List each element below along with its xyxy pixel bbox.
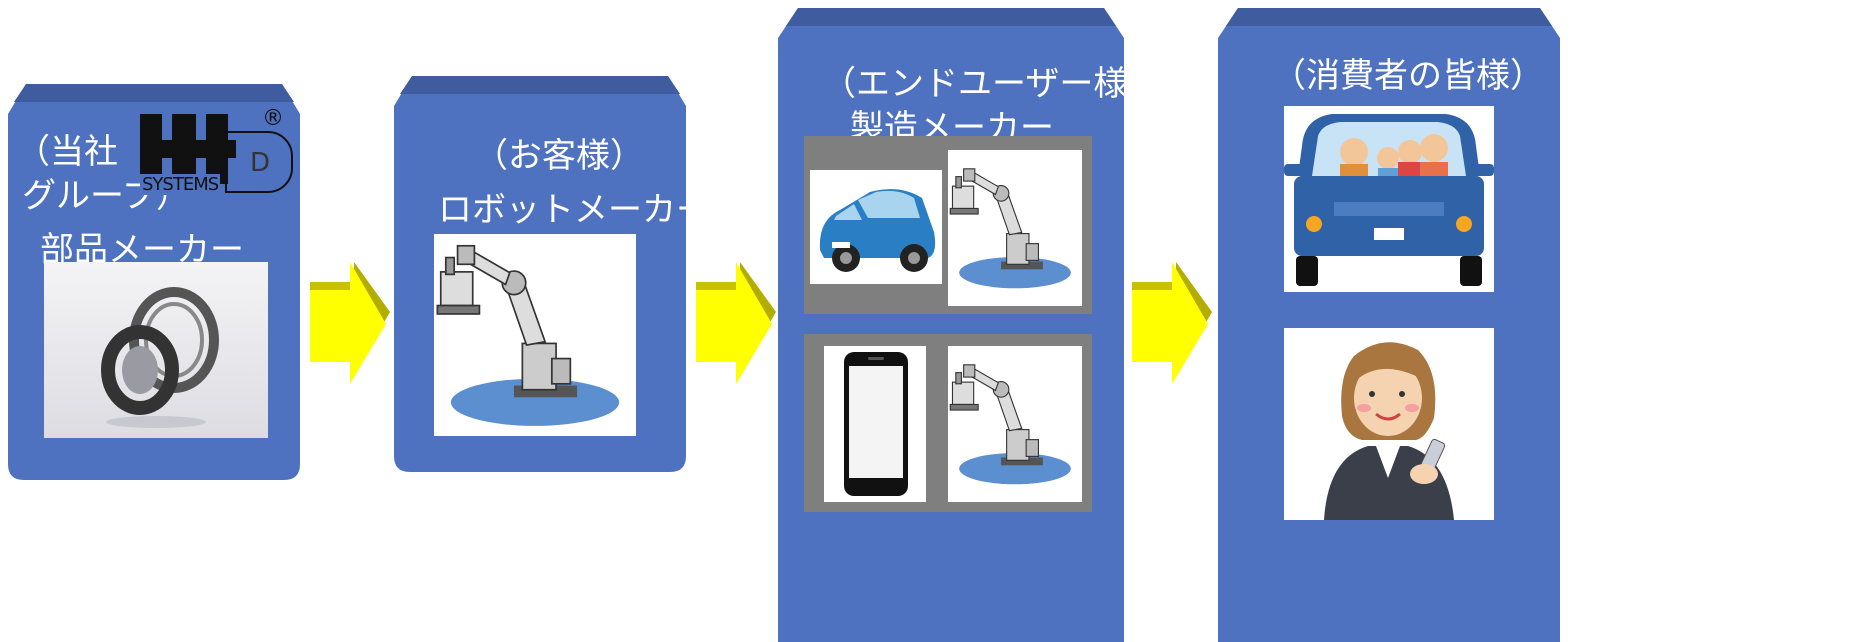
bearing-photo (44, 262, 268, 438)
flow-arrow-2 (696, 262, 776, 384)
smartphone-illustration (824, 346, 926, 502)
robot-arm-illustration (948, 346, 1082, 502)
logo-text: SYSTEMS (140, 174, 221, 195)
robot-arm-illustration (434, 234, 636, 436)
logo-letter: D (250, 148, 271, 178)
stage-consumers: （消費者の皆様） (1218, 8, 1560, 642)
flow-arrow-1 (310, 262, 390, 384)
family-in-car-illustration (1284, 106, 1494, 292)
car-illustration (810, 170, 942, 284)
stage-label-line1: （消費者の皆様） (1272, 56, 1544, 96)
stage-label-line1: （エンドユーザー様） (822, 64, 1162, 104)
company-logo: ® D SYSTEMS (138, 106, 300, 196)
stage-parts-maker: （当社 グループ） 部品メーカー ® D SYSTEMS (8, 84, 300, 480)
robot-arm-illustration (948, 150, 1082, 306)
flow-arrow-3 (1132, 262, 1212, 384)
stage-box-bg (1218, 8, 1560, 642)
stage-label-line2: ロボットメーカー (438, 190, 710, 230)
stage-robot-maker: （お客様） ロボットメーカー (394, 76, 710, 472)
logo-registered-mark: ® (262, 106, 284, 131)
woman-with-phone-illustration (1284, 328, 1494, 520)
stage-label-line1: （当社 (16, 132, 118, 172)
stage-end-user-maker: （エンドユーザー様） 製造メーカー (778, 8, 1161, 642)
stage-label-line1: （お客様） (474, 136, 644, 176)
